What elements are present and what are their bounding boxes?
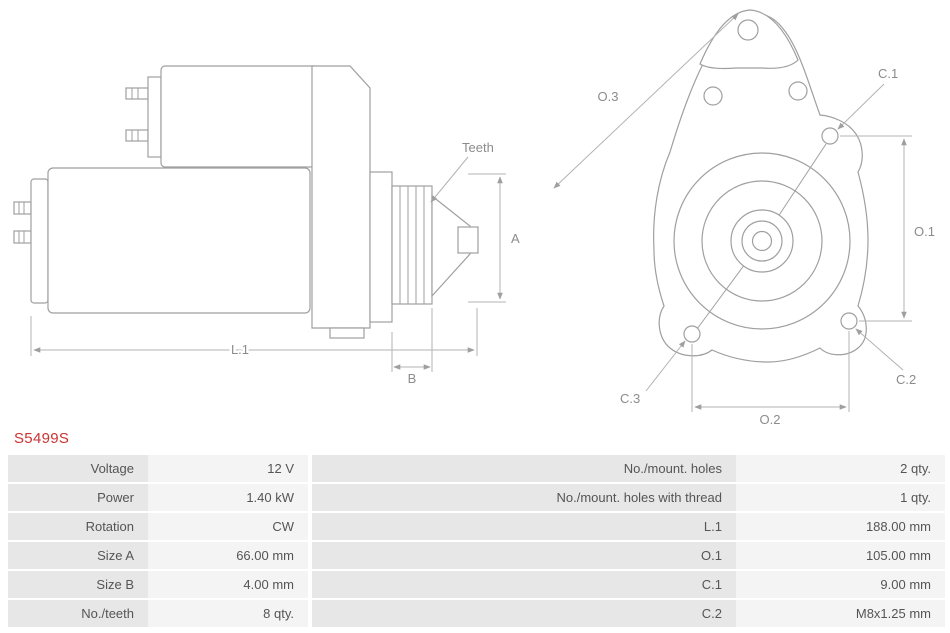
- spec-value-c2: M8x1.25 mm: [736, 600, 945, 627]
- spec-label-o1: O.1: [312, 542, 736, 569]
- spec-label-c2: C.2: [312, 600, 736, 627]
- front-view-dimensions: [553, 13, 912, 412]
- dim-label-c3: C.3: [620, 391, 640, 406]
- dim-label-a: A: [511, 231, 520, 246]
- spec-label-c1: C.1: [312, 571, 736, 598]
- dim-label-o1: O.1: [914, 224, 935, 239]
- spec-label-size-b: Size B: [8, 571, 148, 598]
- spec-value-mount-holes-thread: 1 qty.: [736, 484, 945, 511]
- spec-value-voltage: 12 V: [148, 455, 308, 482]
- table-row: Power 1.40 kW No./mount. holes with thre…: [8, 484, 945, 511]
- spec-label-voltage: Voltage: [8, 455, 148, 482]
- dim-label-l1: L.1: [231, 342, 249, 357]
- spec-value-c1: 9.00 mm: [736, 571, 945, 598]
- table-row: No./teeth 8 qty. C.2 M8x1.25 mm: [8, 600, 945, 627]
- spec-table: Voltage 12 V No./mount. holes 2 qty. Pow…: [8, 455, 945, 629]
- spec-value-o1: 105.00 mm: [736, 542, 945, 569]
- part-number: S5499S: [14, 430, 70, 447]
- table-row: Rotation CW L.1 188.00 mm: [8, 513, 945, 540]
- dim-label-o2: O.2: [760, 412, 781, 427]
- starter-motor-drawing: L.1 B A Teeth: [13, 9, 935, 427]
- dim-label-b: B: [408, 371, 417, 386]
- side-view: [13, 65, 479, 339]
- spec-value-rotation: CW: [148, 513, 308, 540]
- dim-label-o3: O.3: [598, 89, 619, 104]
- spec-value-size-a: 66.00 mm: [148, 542, 308, 569]
- table-row: Size A 66.00 mm O.1 105.00 mm: [8, 542, 945, 569]
- dim-label-c1: C.1: [878, 66, 898, 81]
- spec-value-size-b: 4.00 mm: [148, 571, 308, 598]
- dim-label-c2: C.2: [896, 372, 916, 387]
- spec-label-rotation: Rotation: [8, 513, 148, 540]
- spec-label-mount-holes-thread: No./mount. holes with thread: [312, 484, 736, 511]
- table-row: Size B 4.00 mm C.1 9.00 mm: [8, 571, 945, 598]
- side-view-dimensions: [30, 156, 506, 372]
- spec-value-l1: 188.00 mm: [736, 513, 945, 540]
- spec-label-l1: L.1: [312, 513, 736, 540]
- spec-label-mount-holes: No./mount. holes: [312, 455, 736, 482]
- dim-label-teeth: Teeth: [462, 140, 494, 155]
- spec-label-power: Power: [8, 484, 148, 511]
- table-row: Voltage 12 V No./mount. holes 2 qty.: [8, 455, 945, 482]
- spec-value-mount-holes: 2 qty.: [736, 455, 945, 482]
- spec-label-teeth: No./teeth: [8, 600, 148, 627]
- spec-value-power: 1.40 kW: [148, 484, 308, 511]
- spec-value-teeth: 8 qty.: [148, 600, 308, 627]
- technical-diagram: L.1 B A Teeth: [13, 9, 935, 427]
- spec-label-size-a: Size A: [8, 542, 148, 569]
